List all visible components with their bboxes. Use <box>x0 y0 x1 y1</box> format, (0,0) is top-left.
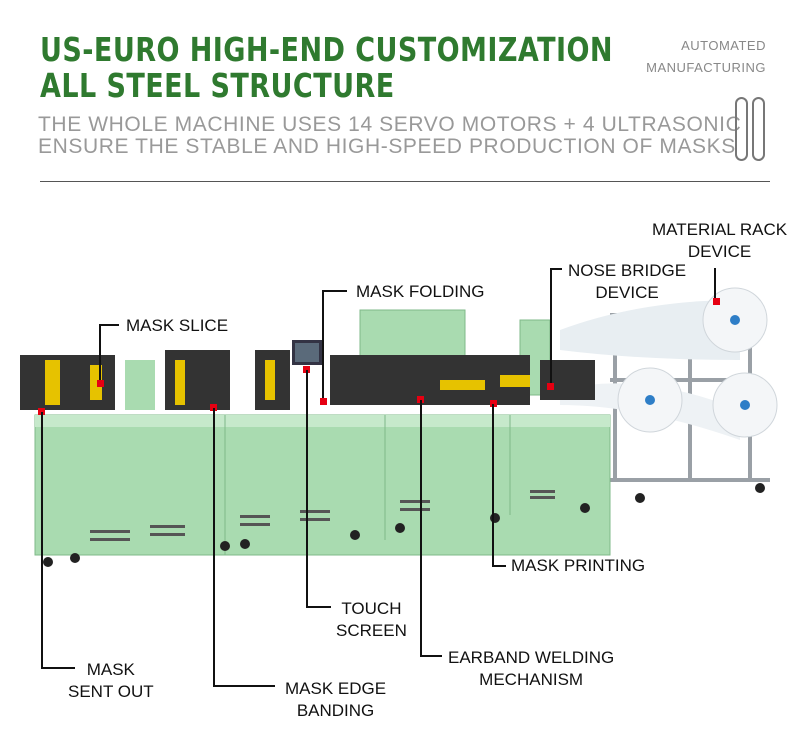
corner-label-line2: MANUFACTURING <box>646 60 766 75</box>
label-mask-slice: MASK SLICE <box>126 316 229 335</box>
label-nose-bridge: NOSE BRIDGE DEVICE <box>568 260 686 304</box>
label-mask-sent-out: MASK SENT OUT <box>68 659 154 703</box>
marker-nose-bridge <box>547 383 554 390</box>
leader-nose-bridge-h <box>550 268 562 270</box>
leader-earband-v <box>420 400 422 656</box>
label-sent-out-line2: SENT OUT <box>68 682 154 701</box>
label-touch-screen-line1: TOUCH <box>341 599 402 618</box>
label-mask-printing: MASK PRINTING <box>511 556 646 575</box>
label-nose-bridge-line1: NOSE BRIDGE <box>568 261 687 280</box>
machine-wheels <box>43 483 765 567</box>
page-title-line2: ALL STEEL STRUCTURE <box>40 66 395 105</box>
label-edge-banding: MASK EDGE BANDING <box>285 678 386 722</box>
divider-rule <box>40 181 770 182</box>
machine-mechanisms <box>20 350 595 410</box>
leader-mask-slice-v <box>99 324 101 380</box>
leader-earband-h <box>420 655 442 657</box>
cabinet-vents <box>90 490 555 541</box>
leader-sent-out-v <box>41 412 43 668</box>
marker-earband-welding <box>417 396 424 403</box>
leader-mask-printing-v <box>492 404 494 566</box>
marker-mask-printing <box>490 400 497 407</box>
label-material-rack: MATERIAL RACK DEVICE <box>652 219 787 263</box>
subtitle-line2: ENSURE THE STABLE AND HIGH-SPEED PRODUCT… <box>38 135 736 158</box>
label-earband-line1: EARBAND WELDING <box>448 648 615 667</box>
marker-edge-banding <box>210 404 217 411</box>
label-sent-out-line1: MASK <box>86 660 135 679</box>
label-touch-screen: TOUCH SCREEN <box>336 598 407 642</box>
label-earband-welding: EARBAND WELDING MECHANISM <box>448 647 614 691</box>
marker-mask-sent-out <box>38 408 45 415</box>
leader-mask-folding-h <box>322 290 347 292</box>
label-material-rack-line2: DEVICE <box>687 242 752 261</box>
label-mask-folding: MASK FOLDING <box>356 282 485 301</box>
label-earband-line2: MECHANISM <box>479 670 584 689</box>
leader-edge-banding-h <box>213 685 275 687</box>
label-edge-banding-line1: MASK EDGE <box>285 679 387 698</box>
corner-label-line1: AUTOMATED <box>681 38 766 53</box>
marker-material-rack <box>713 298 720 305</box>
decorative-pill-right <box>752 97 765 161</box>
leader-touch-screen-h <box>306 606 331 608</box>
leader-mask-folding-v <box>322 290 324 398</box>
leader-nose-bridge-v <box>550 268 552 383</box>
leader-sent-out-h <box>41 667 75 669</box>
marker-touch-screen <box>303 366 310 373</box>
leader-touch-screen-v <box>306 370 308 607</box>
leader-mask-printing-h <box>492 565 506 567</box>
machine-cabinet <box>34 309 611 556</box>
label-nose-bridge-line2: DEVICE <box>595 283 659 302</box>
subtitle-line1: THE WHOLE MACHINE USES 14 SERVO MOTORS +… <box>38 113 742 136</box>
marker-mask-folding <box>320 398 327 405</box>
decorative-pill-left <box>735 97 748 161</box>
leader-mask-slice-h <box>99 324 119 326</box>
label-touch-screen-line2: SCREEN <box>336 621 407 640</box>
label-material-rack-line1: MATERIAL RACK <box>652 220 788 239</box>
label-edge-banding-line2: BANDING <box>296 701 375 720</box>
marker-mask-slice <box>97 380 104 387</box>
leader-edge-banding-v <box>213 408 215 686</box>
mask-machine-illustration <box>20 287 778 567</box>
leader-material-rack <box>714 268 716 298</box>
page-title-line1: US-EURO HIGH-END CUSTOMIZATION <box>40 30 613 69</box>
